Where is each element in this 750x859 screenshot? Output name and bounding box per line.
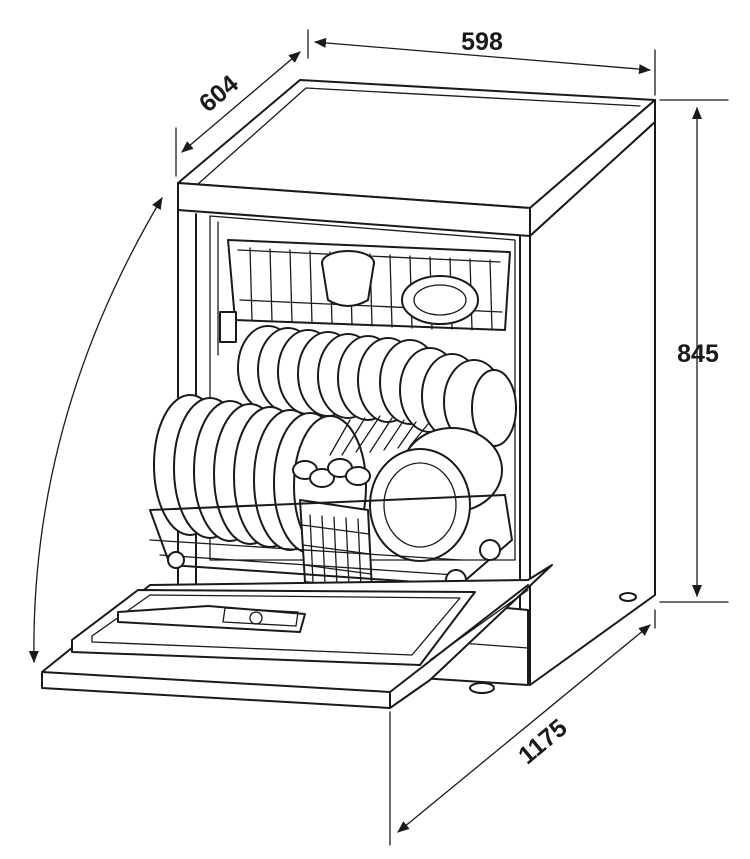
width-dimension-line <box>314 37 651 75</box>
width-label: 598 <box>461 28 503 56</box>
rack-wheel <box>479 539 501 561</box>
door-swing-arc <box>28 197 163 663</box>
rear-foot <box>619 592 637 602</box>
front-plates <box>153 394 367 557</box>
back-plates <box>237 325 517 447</box>
rack-wheel <box>167 551 185 569</box>
large-plate <box>369 448 471 562</box>
bowl <box>401 275 479 325</box>
front-foot <box>469 682 495 694</box>
open-depth-dimension-line <box>397 624 651 833</box>
open-door <box>41 564 553 709</box>
upper-rack-rail <box>219 311 237 343</box>
lower-rack <box>149 394 513 591</box>
depth-label: 604 <box>194 70 244 118</box>
open-depth-label: 1175 <box>513 714 573 770</box>
height-label: 845 <box>677 340 719 368</box>
cutlery <box>292 415 429 488</box>
upper-rack <box>219 239 511 343</box>
cutlery-basket <box>299 499 373 591</box>
depth-dimension-line <box>181 51 301 153</box>
dimension-lines <box>28 29 729 846</box>
